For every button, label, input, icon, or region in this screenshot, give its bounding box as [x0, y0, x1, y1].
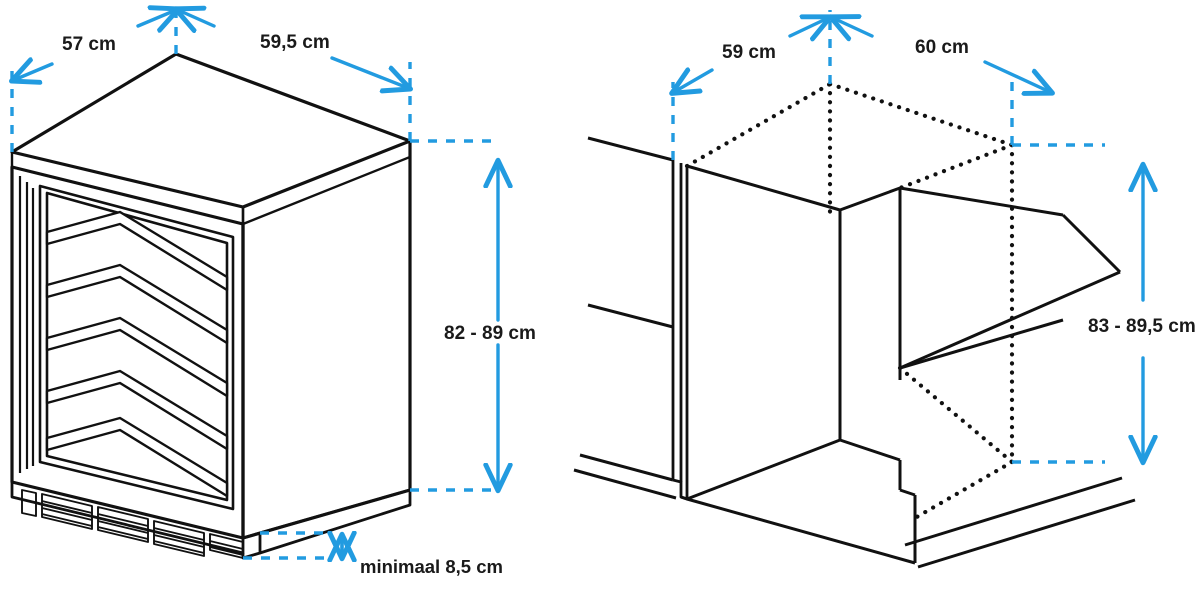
label-appliance-depth: 57 cm	[62, 34, 116, 55]
appliance-right-side	[241, 141, 412, 540]
appliance-door-stile	[18, 176, 35, 473]
label-niche-depth: 59 cm	[722, 42, 776, 63]
label-niche-height: 83 - 89,5 cm	[1088, 316, 1196, 337]
left-dimension-arrows	[14, 10, 498, 556]
niche-interior	[686, 164, 917, 565]
niche-left-panel	[671, 160, 689, 501]
niche-drawing	[573, 81, 1136, 569]
label-appliance-height: 82 - 89 cm	[444, 323, 536, 344]
right-extension-lines	[671, 10, 1105, 464]
label-niche-width: 60 cm	[915, 37, 969, 58]
label-appliance-width: 59,5 cm	[260, 32, 330, 53]
appliance-top-panel	[10, 52, 412, 209]
label-appliance-clearance: minimaal 8,5 cm	[360, 556, 503, 577]
right-dimension-arrows	[674, 18, 1143, 460]
appliance-drawing	[10, 52, 412, 560]
appliance-glass-opening	[38, 184, 235, 511]
appliance-ventilation-grille	[21, 489, 244, 559]
niche-surround-lines	[573, 136, 1136, 569]
appliance-shelves	[45, 210, 229, 498]
niche-right-return	[899, 186, 1064, 370]
niche-hidden-edges	[684, 81, 1015, 521]
